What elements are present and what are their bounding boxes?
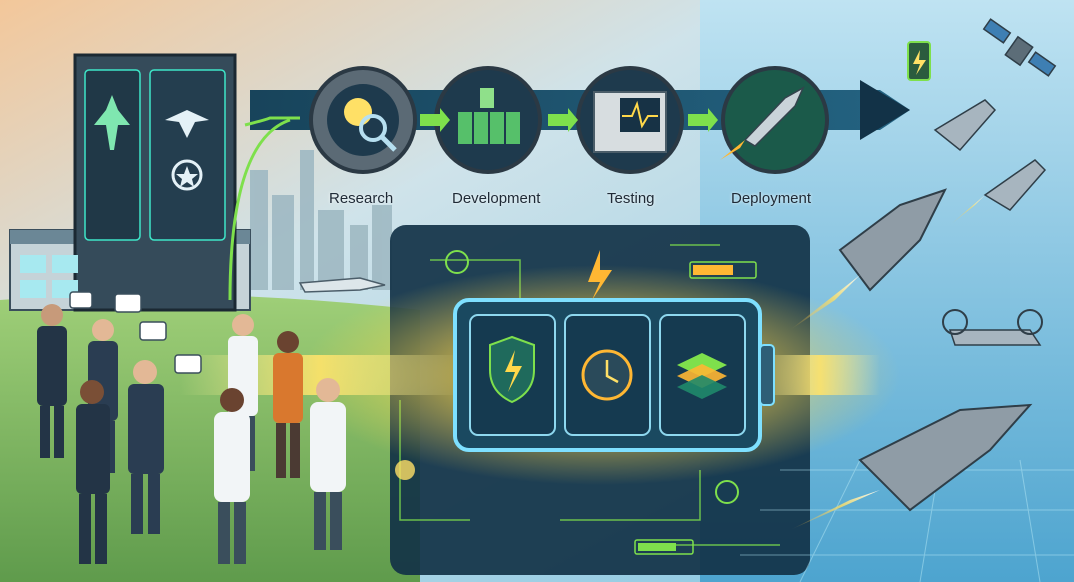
fighter-jet-3 xyxy=(838,188,947,292)
lightning-bolt-icon xyxy=(588,250,612,300)
officer-1 xyxy=(37,304,67,458)
layers-icon xyxy=(677,353,727,399)
stage-deployment xyxy=(720,66,829,174)
magnifier-icon xyxy=(359,114,387,142)
stage-label-research: Research xyxy=(329,190,394,207)
scientist-2 xyxy=(214,388,250,564)
bolt-node-icon xyxy=(445,250,469,274)
battery-charge-icon xyxy=(907,41,931,81)
jet-icon xyxy=(743,86,805,147)
headquarters-building xyxy=(9,53,251,312)
stage-testing xyxy=(576,66,684,174)
charge-indicator-icon xyxy=(689,261,757,279)
bulb-node-icon xyxy=(395,460,415,480)
rotor-right-icon xyxy=(1017,309,1043,335)
battery-level-icon xyxy=(634,539,694,555)
flow-arrow-head xyxy=(860,80,910,140)
fighter-jet-4 xyxy=(858,403,1033,512)
grid-floor xyxy=(740,459,1074,582)
jet-screen-icon xyxy=(94,95,130,150)
drone-icon xyxy=(948,329,1042,346)
stage-development xyxy=(434,66,542,174)
city-skyline xyxy=(250,150,392,290)
jet-squadron xyxy=(790,18,1057,530)
flow-connector xyxy=(244,116,300,127)
satellite-icon xyxy=(982,18,1057,77)
team-group xyxy=(37,291,346,564)
engineer-1 xyxy=(273,331,303,478)
star-emblem-icon xyxy=(171,159,203,191)
battery-cells-icon xyxy=(458,112,520,144)
fighter-jet-2 xyxy=(983,159,1047,211)
bolt-node-icon-2 xyxy=(715,480,739,504)
stage-research xyxy=(309,66,417,174)
stage-label-deployment: Deployment xyxy=(731,190,812,207)
lightbulb-icon xyxy=(344,98,372,126)
stage-arrows xyxy=(420,108,718,132)
fighter-jet-1 xyxy=(933,99,997,152)
stage-label-testing: Testing xyxy=(607,190,655,207)
energy-beam-right xyxy=(760,355,880,395)
parked-jet-icon xyxy=(298,277,386,293)
scientist-3 xyxy=(310,378,346,550)
wings-emblem-icon xyxy=(165,110,209,138)
central-battery xyxy=(395,250,775,555)
speech-bubble-icons xyxy=(69,291,202,374)
officer-3 xyxy=(76,380,110,564)
rotor-left-icon xyxy=(942,309,968,335)
officer-4 xyxy=(128,360,164,534)
stage-label-development: Development xyxy=(452,190,541,207)
